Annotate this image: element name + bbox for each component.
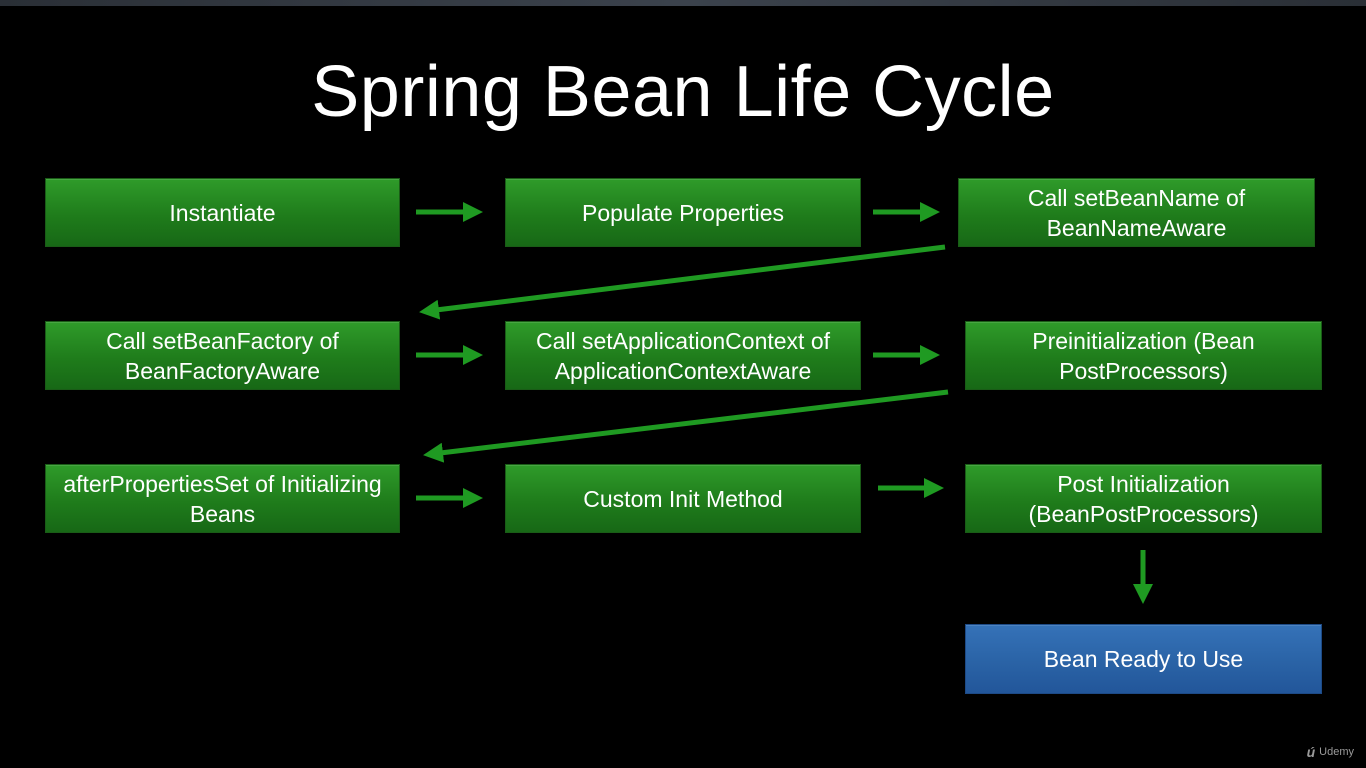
step-set-bean-name: Call setBeanName of BeanNameAware [958, 178, 1315, 247]
top-bar [0, 0, 1366, 6]
step-populate-properties: Populate Properties [505, 178, 861, 247]
step-instantiate: Instantiate [45, 178, 400, 247]
step-after-properties-set: afterPropertiesSet of Initializing Beans [45, 464, 400, 533]
step-bean-ready: Bean Ready to Use [965, 624, 1322, 694]
watermark-text: Udemy [1319, 746, 1354, 758]
step-post-initialization: Post Initialization (BeanPostProcessors) [965, 464, 1322, 533]
step-set-application-context: Call setApplicationContext of Applicatio… [505, 321, 861, 390]
arrow-diagonal-icon [423, 389, 949, 463]
step-set-bean-factory: Call setBeanFactory of BeanFactoryAware [45, 321, 400, 390]
udemy-logo-icon: ú [1306, 744, 1316, 760]
udemy-watermark: ú Udemy [1307, 744, 1354, 760]
step-custom-init-method: Custom Init Method [505, 464, 861, 533]
step-preinitialization: Preinitialization (Bean PostProcessors) [965, 321, 1322, 390]
slide-title: Spring Bean Life Cycle [311, 52, 1055, 132]
arrow-diagonal-icon [419, 244, 946, 320]
